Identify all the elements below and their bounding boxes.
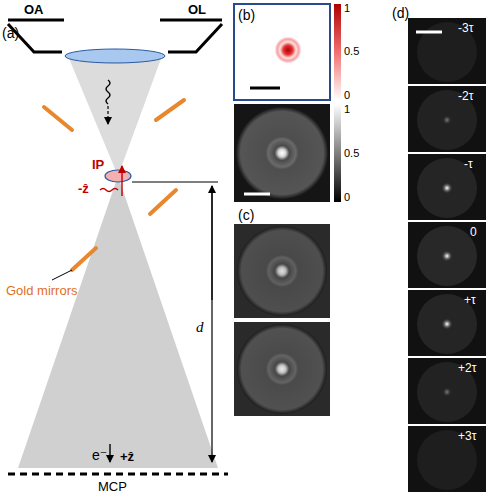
ip-level-line	[132, 182, 218, 183]
lens-label: OL	[188, 3, 206, 16]
spot-disk	[237, 324, 327, 414]
colorbar-red	[334, 4, 341, 100]
spot-disk	[237, 226, 327, 316]
colorbar-tick: 1	[344, 3, 350, 14]
measured-spot-image	[234, 104, 330, 202]
panel-label: (a)	[2, 26, 19, 40]
scale-bar	[416, 31, 442, 34]
distance-arrow-top	[211, 186, 212, 300]
colorbar-tick: 0.5	[344, 148, 359, 159]
simulated-spot	[270, 32, 306, 68]
interaction-point	[105, 170, 131, 182]
distance-arrow	[211, 186, 212, 462]
electron-cone-lower	[18, 176, 218, 468]
axis-label: +ẑ	[120, 450, 134, 463]
reflected-wave	[100, 189, 118, 192]
objective-housing	[8, 20, 222, 52]
colorbar-tick: 1	[344, 104, 350, 115]
dimension-label: d	[196, 320, 204, 335]
axis-label: -ẑ	[78, 182, 89, 195]
colorbar-tick: 0	[344, 192, 350, 203]
colorbar-tick: 0.5	[344, 46, 359, 57]
panel-label: (c)	[238, 208, 254, 222]
electron-cone-upper	[68, 56, 162, 176]
measured-disk	[236, 107, 328, 199]
particle-label: e⁻	[92, 448, 107, 462]
spot-image	[234, 322, 330, 416]
panel-label: (d)	[392, 6, 409, 20]
scale-bar	[250, 87, 280, 90]
electron-arrow	[109, 444, 110, 462]
spot-image	[234, 224, 330, 318]
time-label: +τ	[464, 294, 476, 306]
light-arrow	[107, 106, 108, 124]
time-label: +2τ	[458, 362, 476, 374]
part-name: Gold mirrors	[6, 284, 78, 297]
time-label: 0	[470, 226, 477, 238]
gold-mirrors	[44, 100, 184, 270]
time-label: -3τ	[458, 22, 473, 34]
detector-label: MCP	[98, 480, 127, 493]
panel-label: (b)	[238, 8, 255, 22]
objective-lens	[65, 49, 165, 63]
simulated-spot-frame	[234, 4, 330, 100]
point-label: IP	[92, 158, 104, 171]
mirror-leader	[52, 270, 72, 280]
reflected-arrow	[121, 166, 122, 196]
scale-bar	[244, 193, 270, 196]
aperture-label: OA	[24, 3, 44, 16]
colorbar-gray	[334, 104, 341, 202]
time-label: -τ	[464, 158, 473, 170]
time-label: +3τ	[458, 430, 476, 442]
time-series-images	[408, 18, 486, 492]
colorbar-tick: 0	[344, 90, 350, 101]
time-label: -2τ	[458, 90, 473, 102]
mcp-detector	[8, 473, 228, 476]
light-wave	[106, 80, 110, 104]
